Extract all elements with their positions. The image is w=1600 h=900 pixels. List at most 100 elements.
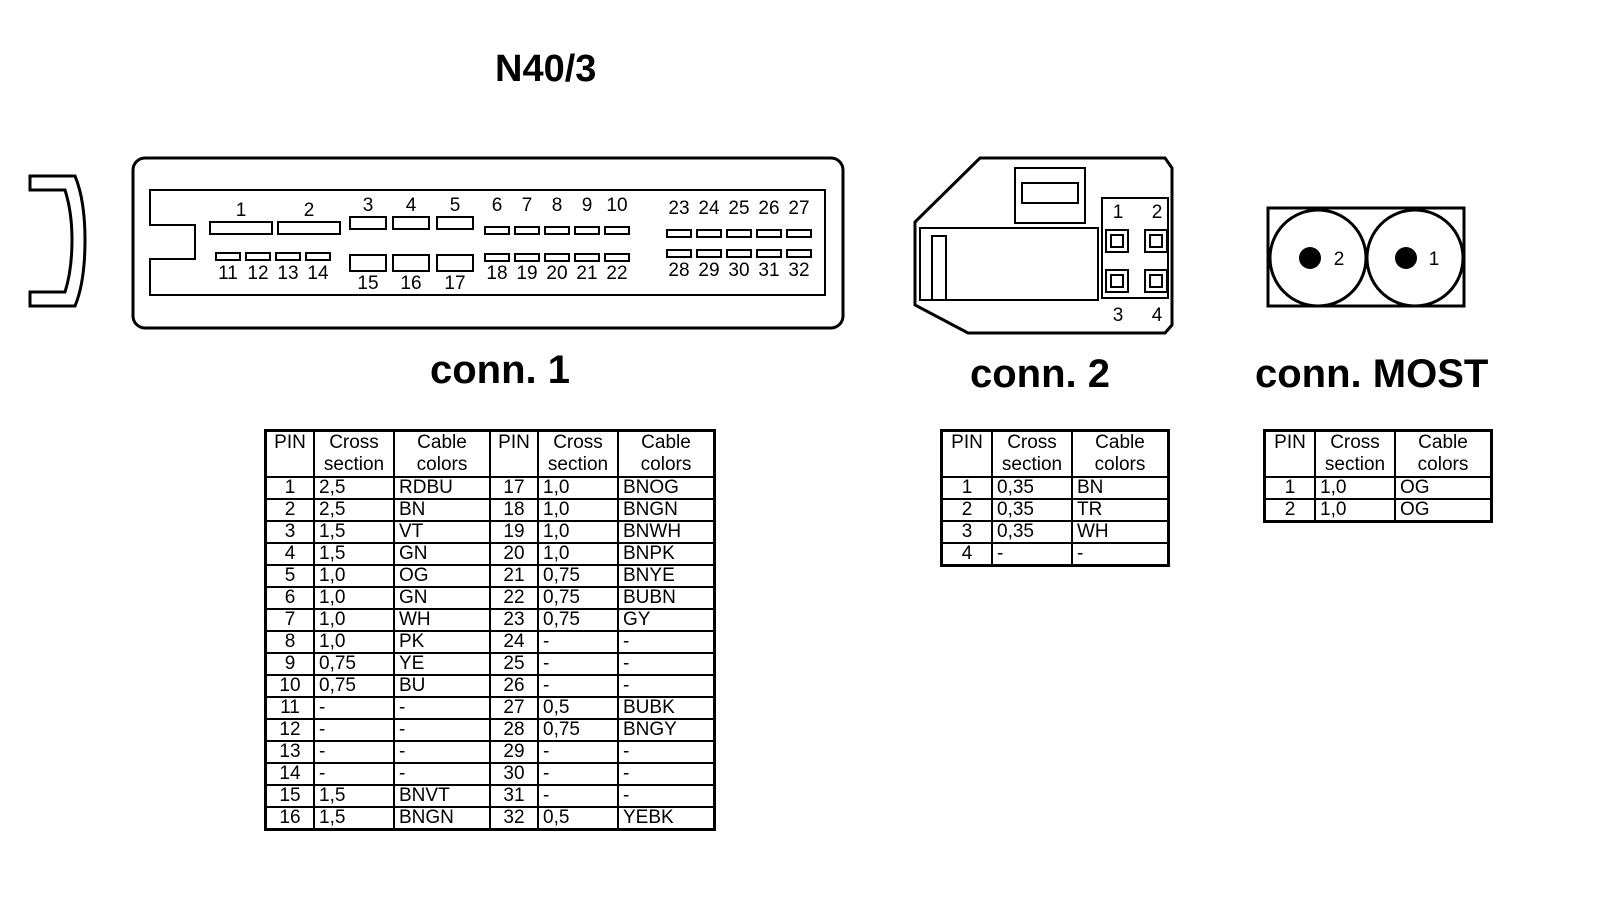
pin-slot	[666, 229, 692, 238]
pin-terminal-inner	[1149, 234, 1163, 248]
table-cell: -	[313, 718, 395, 742]
pin-slot	[215, 252, 241, 261]
pin-slot	[305, 252, 331, 261]
pin-number: 24	[698, 198, 720, 219]
pin-number: 22	[606, 263, 627, 284]
pin-number: 4	[1152, 305, 1163, 326]
table-cell: 2,5	[313, 498, 395, 522]
table-cell: 6	[264, 586, 315, 610]
table-cell: 0,75	[313, 652, 395, 676]
pin-number: 30	[728, 260, 749, 281]
header-pin: PIN	[489, 429, 539, 478]
table-cell: 13	[264, 740, 315, 764]
conn1-pin-slots	[209, 216, 812, 272]
pin-number: 1	[1113, 202, 1124, 223]
table-cell: 1,5	[313, 520, 395, 544]
pin-slot	[484, 226, 510, 235]
pin-slot	[209, 221, 273, 235]
table-cell: 25	[489, 652, 539, 676]
table-cell: -	[393, 718, 491, 742]
table-cell: 1	[1263, 476, 1316, 500]
table-cell: 2	[1263, 498, 1316, 523]
table-cell: 1,5	[313, 784, 395, 808]
table-cell: 1,0	[313, 564, 395, 588]
pin-slot	[544, 253, 570, 262]
pin-slot	[696, 249, 722, 258]
table-cell: BNGY	[617, 718, 716, 742]
pin-number: 9	[582, 195, 593, 216]
pin-number: 5	[450, 195, 461, 216]
pin-number: 7	[522, 195, 533, 216]
table-cell: 0,5	[537, 806, 619, 831]
table-cell: 3	[264, 520, 315, 544]
pin-terminal-inner	[1110, 234, 1124, 248]
table-cell: 0,35	[991, 476, 1073, 500]
table-cell: 2,5	[313, 476, 395, 500]
pin-number: 19	[516, 263, 537, 284]
table-cell: 11	[264, 696, 315, 720]
table-cell: 20	[489, 542, 539, 566]
pin-number: 17	[444, 273, 465, 294]
table-cell: BN	[393, 498, 491, 522]
table-cell: 22	[489, 586, 539, 610]
conn1-label: conn. 1	[430, 348, 571, 392]
table-cell: BNPK	[617, 542, 716, 566]
table-cell: -	[617, 762, 716, 786]
table-cell: 1,0	[313, 608, 395, 632]
table-cell: 16	[264, 806, 315, 831]
header-pin: PIN	[940, 429, 993, 478]
fiber-terminal	[1395, 247, 1417, 269]
table-cell: -	[537, 784, 619, 808]
table-cell: -	[617, 784, 716, 808]
table-cell: TR	[1071, 498, 1170, 522]
table-cell: 30	[489, 762, 539, 786]
pin-slot	[275, 252, 301, 261]
table-cell: -	[1071, 542, 1170, 567]
pin-slot	[574, 226, 600, 235]
table-cell: YEBK	[617, 806, 716, 831]
pin-number: 2	[1152, 202, 1163, 223]
table-cell: PK	[393, 630, 491, 654]
table-cell: BN	[1071, 476, 1170, 500]
table-cell: -	[537, 762, 619, 786]
pin-slot	[392, 216, 430, 230]
table-cell: 0,75	[537, 718, 619, 742]
pin-number: 18	[486, 263, 507, 284]
table-cell: -	[393, 740, 491, 764]
pin-number: 6	[492, 195, 503, 216]
table-cell: 32	[489, 806, 539, 831]
table-cell: 26	[489, 674, 539, 698]
table-cell: GN	[393, 586, 491, 610]
pin-terminal	[1144, 229, 1168, 253]
conn2-housing	[913, 156, 1174, 335]
table-cell: -	[537, 630, 619, 654]
table-cell: 0,35	[991, 498, 1073, 522]
pin-slot	[756, 229, 782, 238]
pin-terminal	[1105, 269, 1129, 293]
table-cell: BUBN	[617, 586, 716, 610]
pin-slot	[349, 216, 387, 230]
table-cell: YE	[393, 652, 491, 676]
pin-terminal-inner	[1110, 274, 1124, 288]
pin-number: 1	[1429, 249, 1440, 270]
table-cell: -	[313, 762, 395, 786]
table-row: 14--30--	[264, 762, 716, 786]
table-cell: 1,0	[537, 476, 619, 500]
table-cell: BUBK	[617, 696, 716, 720]
pin-slot	[436, 216, 474, 230]
pin-slot	[436, 254, 474, 272]
table-cell: 2	[264, 498, 315, 522]
